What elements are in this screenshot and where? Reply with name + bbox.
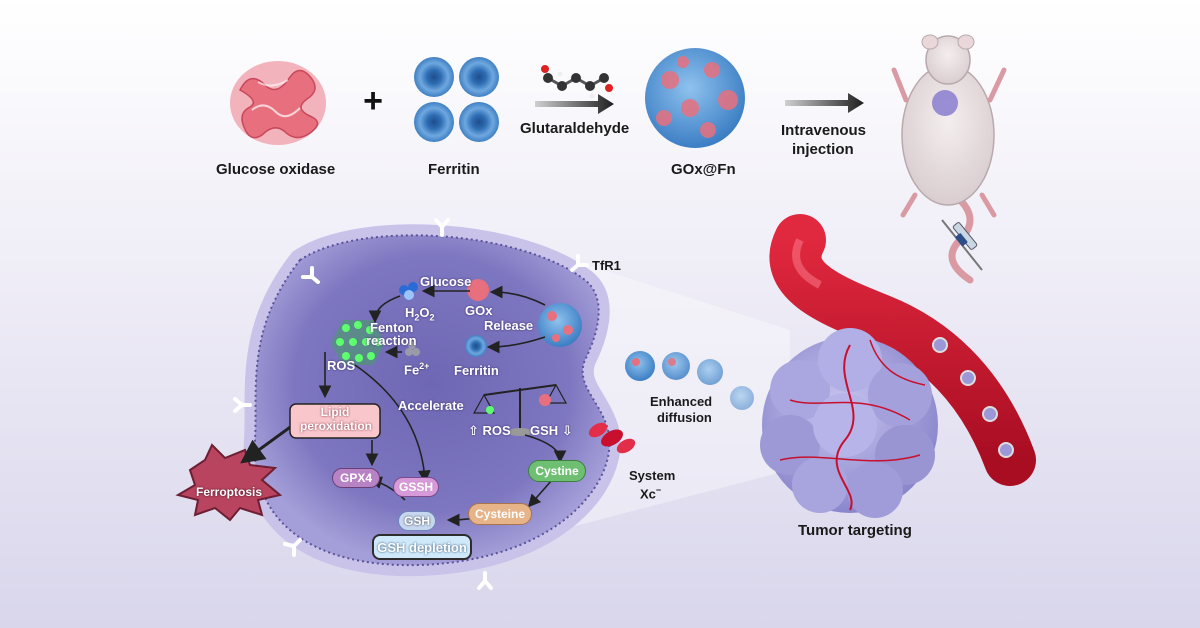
glucose-molecule-icon bbox=[399, 282, 418, 300]
mouse-icon bbox=[891, 34, 1007, 284]
label-gox: GOx bbox=[465, 303, 493, 318]
cysteine-pill: Cysteine bbox=[468, 503, 532, 525]
tumor-mass-icon bbox=[760, 328, 938, 518]
gpx4-pill: GPX4 bbox=[332, 468, 380, 488]
label-ferroptosis: Ferroptosis bbox=[196, 485, 263, 499]
balance-scale-icon bbox=[472, 383, 568, 436]
glutaraldehyde-molecule-icon bbox=[541, 65, 613, 99]
ferroptosis-burst bbox=[175, 443, 283, 522]
label-balance-ros: ⇧ ROS bbox=[468, 423, 511, 438]
label-tumor-targeting: Tumor targeting bbox=[798, 522, 912, 539]
ferritin-icon bbox=[414, 57, 499, 142]
cystine-pill: Cystine bbox=[528, 460, 586, 482]
gsh-pill: GSH bbox=[398, 511, 436, 531]
label-enhanced: Enhanced bbox=[650, 394, 713, 409]
label-glucose-in-cell: Glucose bbox=[420, 274, 472, 289]
iron-ion-icon bbox=[405, 341, 420, 356]
label-fe: Fe2+ bbox=[404, 361, 430, 378]
label-xc: Xc− bbox=[640, 485, 662, 502]
label-balance-gsh: GSH ⇩ bbox=[530, 423, 573, 438]
label-accelerate: Accelerate bbox=[398, 398, 464, 413]
blood-vessel bbox=[769, 214, 1036, 486]
label-reaction: reaction bbox=[366, 333, 417, 348]
label-diffusion: diffusion bbox=[657, 410, 712, 425]
label-tfr1: TfR1 bbox=[592, 258, 621, 273]
ferritin-in-cell-icon bbox=[465, 335, 487, 357]
label-release: Release bbox=[484, 318, 534, 333]
label-ros: ROS bbox=[327, 358, 356, 373]
label-intravenous: Intravenous bbox=[781, 122, 867, 139]
goxfn-in-cell-icon bbox=[538, 303, 582, 347]
label-ferritin: Ferritin bbox=[428, 161, 480, 178]
system-xc-transporter-icon bbox=[588, 422, 636, 454]
lipid-peroxidation-box bbox=[289, 403, 381, 439]
injection-arrow bbox=[785, 93, 864, 113]
gssh-pill: GSSH bbox=[393, 477, 439, 497]
syringe-icon bbox=[941, 219, 983, 271]
label-goxfn: GOx@Fn bbox=[671, 161, 736, 178]
label-ferritin-in-cell: Ferritin bbox=[454, 363, 499, 378]
gox-released-icon bbox=[467, 279, 489, 301]
gsh-depletion-box: GSH depletion bbox=[372, 534, 472, 560]
label-fenton: Fenton bbox=[370, 320, 414, 335]
label-glutaraldehyde: Glutaraldehyde bbox=[520, 120, 630, 137]
ros-cluster-icon bbox=[331, 320, 385, 365]
goxfn-nanoparticle-icon bbox=[645, 48, 745, 148]
glucose-oxidase-icon bbox=[230, 61, 326, 145]
plus-sign: + bbox=[363, 82, 383, 120]
label-system: System bbox=[629, 468, 676, 483]
crosslink-arrow bbox=[535, 94, 614, 114]
receptor-icons bbox=[233, 218, 589, 590]
label-injection: injection bbox=[792, 141, 854, 158]
label-h2o2: H2O2 bbox=[405, 305, 435, 323]
diffusing-nanoparticles bbox=[625, 351, 754, 410]
label-glucose-oxidase: Glucose oxidase bbox=[216, 161, 336, 178]
